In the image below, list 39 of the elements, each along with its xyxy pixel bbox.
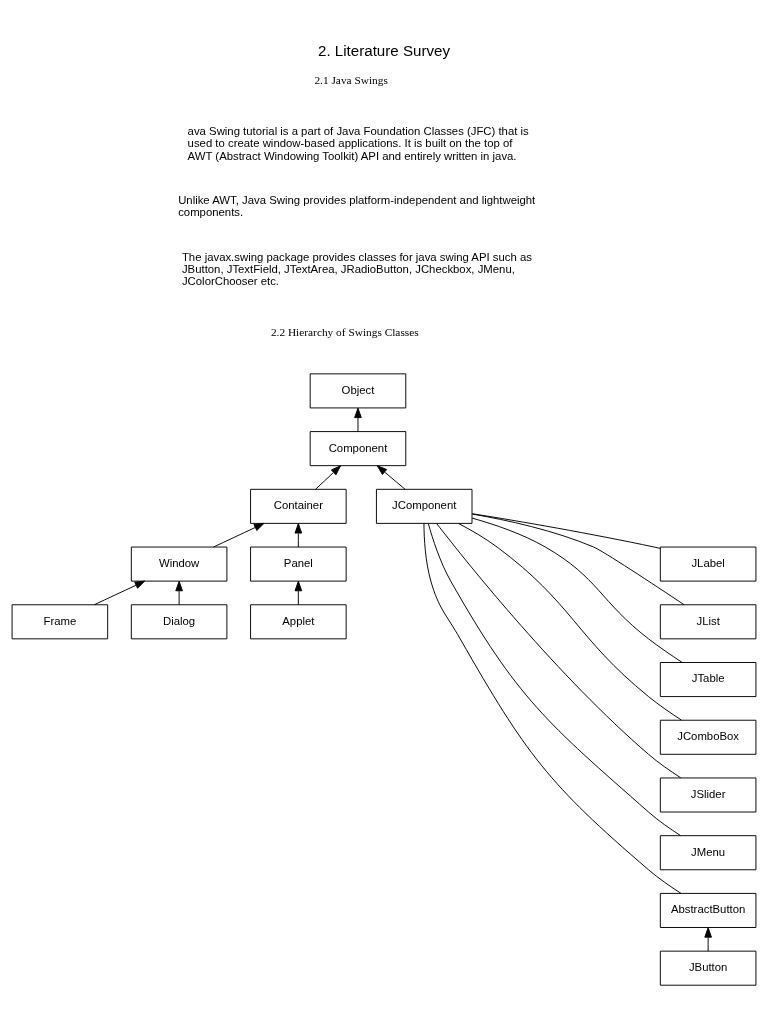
node-box: Applet	[250, 603, 347, 639]
arrow	[354, 407, 362, 432]
connector	[436, 522, 682, 778]
label: Unlike AWT, Java Swing provides platform-independent and lightweight components.	[178, 193, 536, 218]
arrow	[315, 464, 342, 490]
node-box: AbstractButton	[659, 892, 757, 928]
arrow	[93, 580, 146, 605]
node-box: JButton	[659, 950, 757, 986]
connector	[471, 513, 685, 605]
connector	[427, 522, 682, 836]
arrow	[213, 522, 265, 547]
node-box: Frame	[11, 603, 109, 639]
label: The javax.swing package provides classes for java swing API such as JButton, JTextField, JTextArea, JRadioButton, JCheckbox, JMenu, JColorChooser etc.	[181, 250, 532, 287]
arrow	[175, 580, 183, 605]
connector	[471, 517, 683, 663]
label: 2.2 Hierarchy of Swings Classes	[270, 325, 419, 338]
label: ava Swing tutorial is a part of Java Foundation Classes (JFC) that is used to create window-based applications. It is built on the top of AWT (Abstract Windowing Toolkit) API and entirely written in java.	[187, 124, 529, 162]
node-box: Dialog	[130, 603, 228, 639]
connector	[457, 522, 682, 721]
label: 2.1 Java Swings	[314, 73, 388, 86]
node-box: JMenu	[659, 834, 757, 870]
arrow	[294, 580, 303, 605]
connector	[423, 522, 682, 894]
diagram-title: 2. Literature Survey	[318, 41, 450, 59]
connector	[471, 512, 661, 549]
arrow	[376, 464, 406, 490]
arrow	[704, 926, 712, 952]
node-box: Panel	[250, 546, 347, 582]
node-box: Object	[309, 372, 407, 408]
node-box: JLabel	[659, 546, 757, 582]
node-box: JTable	[659, 661, 757, 697]
node-box: Component	[309, 430, 407, 466]
node-box: JComboBox	[659, 719, 757, 755]
node-box: Window	[130, 546, 228, 582]
node-box: JSlider	[659, 777, 757, 812]
node-box: JComponent	[375, 488, 473, 524]
node-box: JList	[659, 603, 757, 639]
node-box: Container	[250, 488, 347, 524]
arrow	[294, 522, 303, 547]
